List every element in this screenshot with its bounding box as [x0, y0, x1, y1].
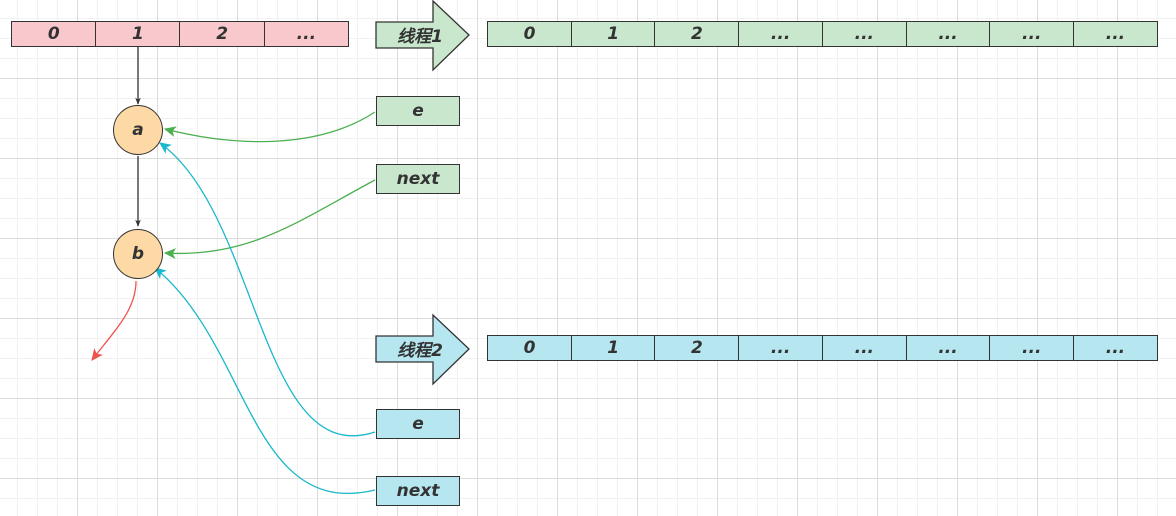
- thread1-e-box: e: [376, 96, 460, 126]
- b-next-dangling-link: [91, 280, 137, 361]
- thread2-label: 线程2: [397, 341, 443, 361]
- main-array: 0 1 2 ...: [11, 21, 350, 47]
- main-array-cell: 2: [179, 21, 265, 47]
- thread2-array-cell: ...: [905, 335, 991, 361]
- thread1-next-box: next: [376, 164, 460, 194]
- thread2-array-cell: ...: [821, 335, 907, 361]
- main-array-cell: ...: [263, 21, 350, 47]
- node-a: a: [113, 105, 163, 155]
- thread1-array-cell: ...: [821, 21, 907, 47]
- thread1-array-cell: 1: [570, 21, 656, 47]
- thread2-array-cell: 2: [654, 335, 740, 361]
- thread1-arrow: 线程1: [375, 0, 470, 72]
- thread1-array-cell: 0: [487, 21, 572, 47]
- thread1-array-cell: ...: [989, 21, 1075, 47]
- t1-next-pointer: [163, 179, 376, 260]
- thread2-array: 0 1 2 ... ... ... ... ...: [487, 335, 1158, 361]
- thread2-array-cell: ...: [989, 335, 1075, 361]
- node-b: b: [113, 229, 163, 279]
- thread1-array-cell: ...: [1072, 21, 1158, 47]
- thread2-arrow: 线程2: [375, 313, 470, 386]
- thread2-array-cell: ...: [1072, 335, 1158, 361]
- thread1-array-cell: 2: [654, 21, 740, 47]
- thread2-array-cell: 1: [570, 335, 656, 361]
- thread2-next-box: next: [376, 476, 460, 506]
- thread2-array-cell: ...: [738, 335, 824, 361]
- thread1-array-cell: ...: [905, 21, 991, 47]
- t2-next-pointer: [154, 267, 376, 494]
- thread1-array: 0 1 2 ... ... ... ... ...: [487, 21, 1158, 47]
- main-array-cell: 1: [95, 21, 181, 47]
- thread2-array-cell: 0: [487, 335, 572, 361]
- t1-e-pointer: [163, 111, 376, 143]
- thread2-e-box: e: [376, 409, 460, 439]
- thread1-label: 线程1: [397, 27, 443, 47]
- t2-e-pointer: [159, 142, 376, 437]
- main-array-cell: 0: [11, 21, 97, 47]
- thread1-array-cell: ...: [738, 21, 824, 47]
